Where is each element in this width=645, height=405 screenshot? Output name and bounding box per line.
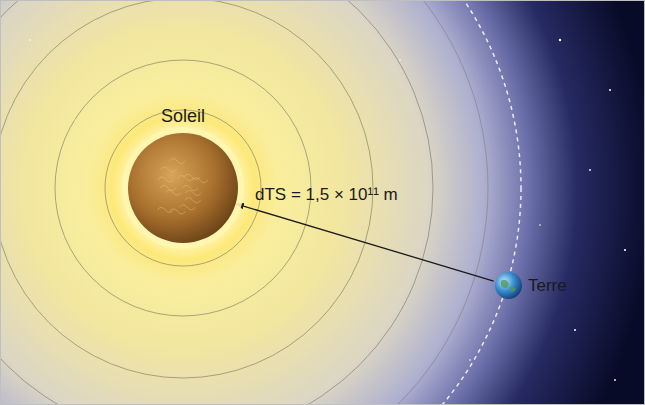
distance-arrow: [237, 204, 494, 281]
sun-texture: [157, 159, 208, 214]
sun-label: Soleil: [161, 106, 205, 127]
earth-label: Terre: [528, 276, 567, 296]
earth-orbit: [0, 0, 521, 405]
earth-continents: [501, 280, 516, 292]
sun-shape: [128, 133, 238, 243]
earth-globe: [495, 272, 522, 299]
sun-halo: [122, 127, 244, 249]
stars: [29, 39, 626, 381]
sun-disc: [128, 133, 238, 243]
distance-label: dTS = 1,5 × 10¹¹ m: [255, 185, 398, 205]
earth-node: Terre: [495, 272, 522, 299]
sun-glow: [88, 93, 278, 283]
radiation-circles: [0, 0, 488, 405]
earth-shape: [495, 272, 522, 299]
sun-node: Soleil: [128, 133, 238, 243]
